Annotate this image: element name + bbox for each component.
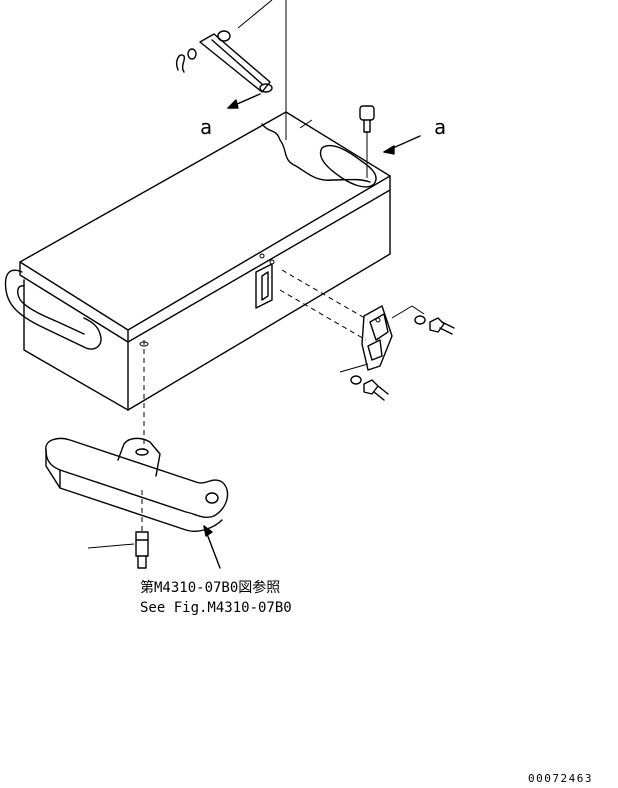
- latch-keeper: [255, 263, 369, 341]
- drawing-number: 00072463: [528, 772, 593, 785]
- hinge-pin-assembly: [175, 0, 287, 112]
- reference-text-japanese: 第M4310-07B0図参照: [140, 579, 280, 596]
- callout-a-left: a: [200, 93, 261, 139]
- mount-hole: [139, 341, 149, 347]
- callout-a-right: a: [383, 115, 446, 155]
- latch-fasteners-lower: [339, 363, 389, 401]
- carry-handle: [4, 269, 102, 350]
- latch-clasp: [361, 305, 393, 371]
- callout-label: a: [200, 115, 212, 139]
- toolbox: [19, 111, 391, 411]
- reference-leader: [203, 525, 221, 569]
- latch-fasteners-upper: [391, 305, 455, 335]
- bracket-bolt: [87, 490, 149, 569]
- reference-text-english: See Fig.M4310-07B0: [140, 600, 292, 616]
- callout-label: a: [434, 115, 446, 139]
- top-bolt: [359, 105, 375, 178]
- mounting-bracket: [45, 437, 229, 532]
